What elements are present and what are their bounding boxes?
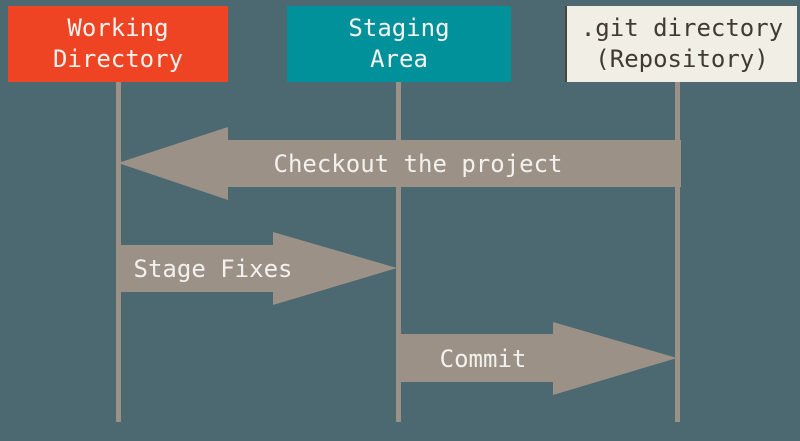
arrow-label-commit: Commit <box>439 345 527 373</box>
header-label-line: Directory <box>52 45 184 73</box>
header-label-line: (Repository) <box>595 45 769 73</box>
lifeline-git-directory <box>675 82 680 422</box>
arrow-label-checkout-the-project: Checkout the project <box>273 150 563 178</box>
arrow-checkout-the-project <box>118 127 681 200</box>
header-box-working-directory: Working Directory <box>8 6 228 82</box>
header-label-line: .git directory <box>580 14 784 42</box>
header-label-line: Staging <box>348 14 450 42</box>
header-box-git-directory: .git directory (Repository) <box>565 6 797 82</box>
header-label-line: Area <box>370 45 428 73</box>
arrow-stage-fixes <box>118 232 397 305</box>
arrow-label-stage-fixes: Stage Fixes <box>133 255 293 283</box>
arrow-commit <box>398 322 677 395</box>
header-box-staging-area: Staging Area <box>287 6 511 82</box>
header-label-line: Working <box>67 14 169 42</box>
lifeline-staging-area <box>396 82 401 422</box>
